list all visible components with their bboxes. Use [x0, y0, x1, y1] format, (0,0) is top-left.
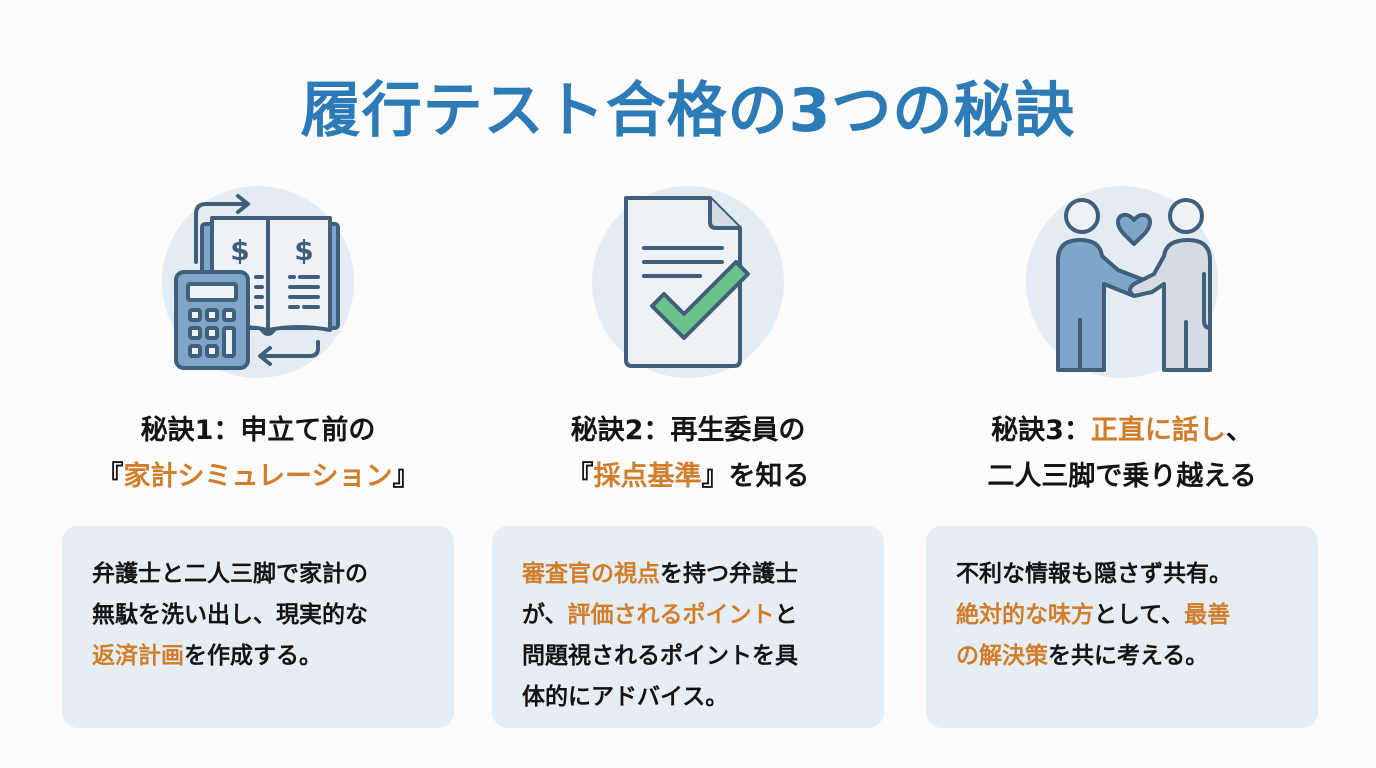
card-line: 体的にアドバイス。: [522, 684, 729, 710]
secret-3-column: 秘訣3：正直に話し、 二人三脚で乗り越える 不利な情報も隠さず共有。 絶対的な味…: [926, 180, 1318, 728]
handshake-heart-icon: [1022, 180, 1222, 380]
highlight-text: 正直に話し: [1090, 415, 1226, 446]
heading-line: 『家計シミュレーション』: [96, 461, 420, 492]
secret-1-heading: 秘訣1：申立て前の 『家計シミュレーション』: [62, 408, 454, 500]
card-line: 絶対的な味方として、最善: [956, 602, 1231, 628]
highlight-text: 評価されるポイント: [567, 602, 775, 628]
highlight-text: の解決策: [956, 643, 1048, 669]
heading-line: 『採点基準』を知る: [566, 461, 810, 492]
secret-1-card: 弁護士と二人三脚で家計の 無駄を洗い出し、現実的な 返済計画を作成する。: [62, 526, 454, 728]
card-line: 審査官の視点を持つ弁護士: [522, 561, 798, 587]
highlight-text: 絶対的な味方: [956, 602, 1094, 628]
svg-text:$: $: [230, 234, 249, 267]
card-line: 返済計画を作成する。: [92, 643, 322, 669]
highlight-text: 返済計画: [92, 643, 184, 669]
card-line: が、評価されるポイントと: [522, 602, 798, 628]
highlight-text: 家計シミュレーション: [123, 461, 393, 492]
page-title: 履行テスト合格の3つの秘訣: [300, 76, 1076, 146]
secret-3-heading: 秘訣3：正直に話し、 二人三脚で乗り越える: [926, 408, 1318, 500]
card-line: 問題視されるポイントを具: [522, 643, 798, 669]
heading-line: 秘訣2：再生委員の: [570, 415, 806, 446]
svg-text:$: $: [294, 234, 313, 267]
highlight-text: 採点基準: [593, 461, 702, 492]
secret-2-card: 審査官の視点を持つ弁護士 が、評価されるポイントと 問題視されるポイントを具 体…: [492, 526, 884, 728]
document-checkmark-icon: [588, 180, 788, 380]
secret-2-heading: 秘訣2：再生委員の 『採点基準』を知る: [492, 408, 884, 500]
secret-2-column: 秘訣2：再生委員の 『採点基準』を知る 審査官の視点を持つ弁護士 が、評価される…: [492, 180, 884, 728]
card-line: 弁護士と二人三脚で家計の: [92, 561, 368, 587]
heading-line: 秘訣3：正直に話し、: [991, 415, 1253, 446]
heading-line: 二人三脚で乗り越える: [987, 461, 1257, 492]
highlight-text: 最善: [1184, 602, 1231, 628]
calculator-ledger-icon: $ $: [158, 180, 358, 380]
card-line: 不利な情報も隠さず共有。: [956, 561, 1232, 587]
secret-1-column: $ $ 秘訣1：申立て前の 『家計シミュレーション』 弁護士と二人三脚で家計の: [62, 180, 454, 728]
heading-line: 秘訣1：申立て前の: [140, 415, 376, 446]
card-line: の解決策を共に考える。: [956, 643, 1209, 669]
card-line: 無駄を洗い出し、現実的な: [92, 602, 368, 628]
highlight-text: 審査官の視点: [522, 561, 660, 587]
secret-3-card: 不利な情報も隠さず共有。 絶対的な味方として、最善 の解決策を共に考える。: [926, 526, 1318, 728]
